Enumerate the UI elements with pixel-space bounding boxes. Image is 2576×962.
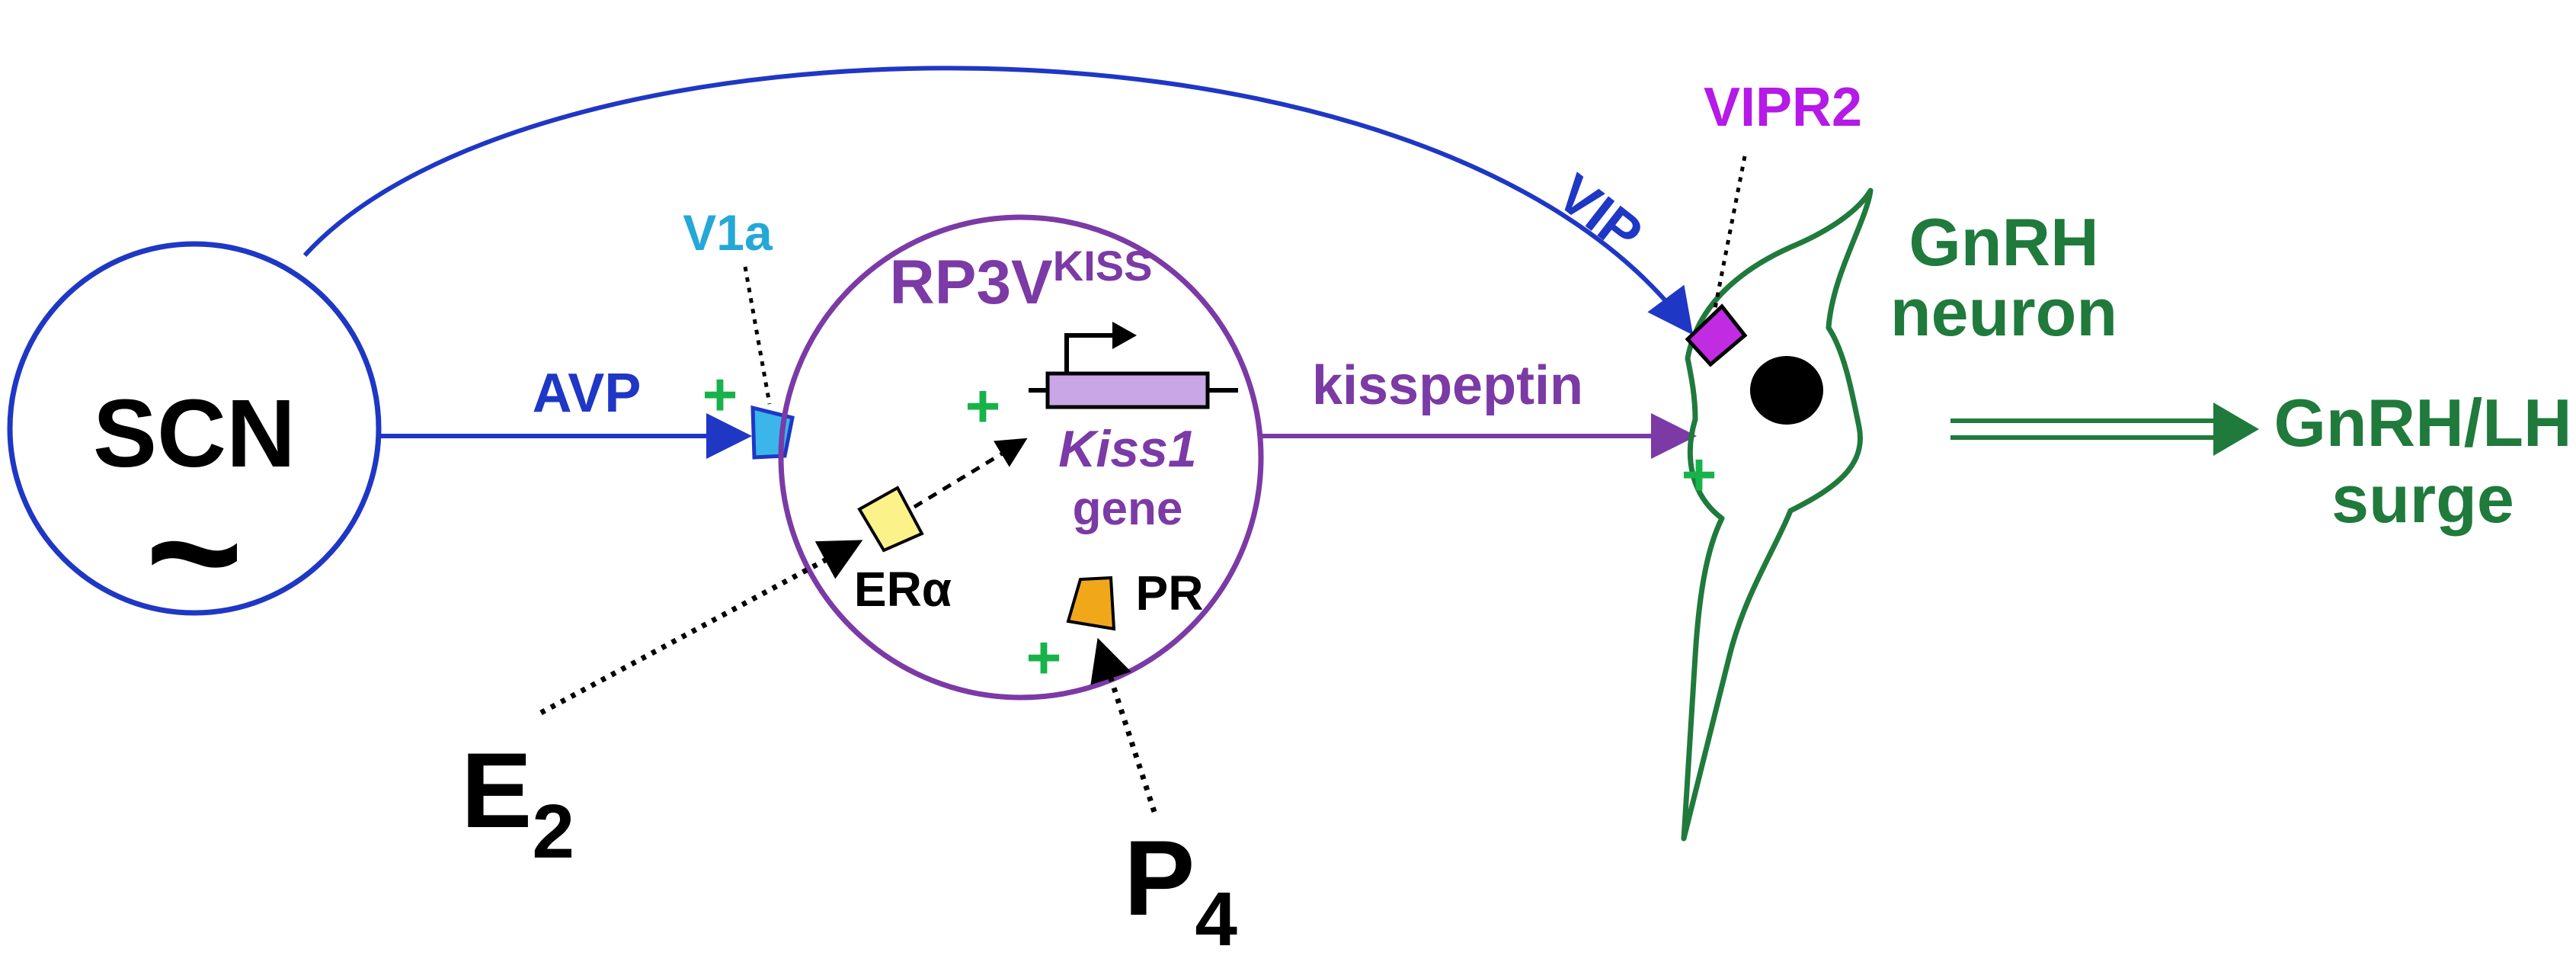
scn-tilde-symbol: ~ bbox=[146, 458, 243, 646]
vip-label: VIP bbox=[1546, 163, 1653, 265]
surge-label-line2: surge bbox=[2331, 461, 2514, 537]
pr-label: PR bbox=[1136, 566, 1204, 620]
v1a-label: V1a bbox=[683, 204, 773, 261]
pr-plus: + bbox=[1026, 624, 1062, 691]
v1a-plus: + bbox=[702, 361, 738, 428]
e2-label-subscript: 2 bbox=[532, 789, 574, 874]
rp3v-label-superscript: KISS bbox=[1053, 242, 1153, 290]
e2-label: E2 bbox=[461, 730, 574, 874]
kiss1-transcription-arrow bbox=[1064, 333, 1120, 372]
surge-label-line1: GnRH/LH bbox=[2274, 385, 2571, 460]
gnrh-plus: + bbox=[1682, 441, 1717, 508]
avp-label: AVP bbox=[533, 363, 642, 424]
rp3v-circle bbox=[778, 214, 1264, 701]
gnrh-neuron-label-line1: GnRH bbox=[1909, 204, 2098, 280]
era-receptor-icon bbox=[857, 486, 924, 553]
p4-label-subscript: 4 bbox=[1195, 877, 1237, 962]
rp3v-label-main: RP3V bbox=[890, 248, 1054, 317]
e2-dotted-arrow bbox=[539, 540, 863, 716]
vip-arrow bbox=[302, 66, 1694, 335]
p4-label-main: P bbox=[1124, 818, 1195, 938]
surge-arrow-head bbox=[2213, 402, 2259, 456]
kiss1-plus: + bbox=[965, 372, 1001, 440]
vipr2-label: VIPR2 bbox=[1704, 77, 1862, 138]
vipr2-pointer-dotted bbox=[1710, 156, 1747, 321]
p4-label: P4 bbox=[1124, 818, 1237, 962]
scn-circle bbox=[7, 241, 382, 616]
era-label: ERα bbox=[854, 562, 952, 617]
gene-label: gene bbox=[1073, 483, 1183, 535]
gnrh-neuron-label-line2: neuron bbox=[1890, 274, 2117, 350]
era-to-kiss1-dashed-arrow bbox=[913, 438, 1028, 509]
kiss1-transcription-arrow-head bbox=[1112, 322, 1137, 349]
scn-label: SCN bbox=[93, 380, 296, 487]
v1a-pointer-dotted bbox=[743, 266, 772, 405]
pr-receptor-icon bbox=[1066, 576, 1116, 631]
gnrh-nucleus bbox=[1750, 356, 1823, 425]
kiss1-label: Kiss1 bbox=[1058, 420, 1196, 478]
gnrh-neuron-outline bbox=[1681, 188, 1874, 842]
kisspeptin-label: kisspeptin bbox=[1312, 355, 1583, 416]
vipr2-receptor-icon bbox=[1685, 303, 1748, 367]
e2-label-main: E bbox=[461, 730, 532, 850]
rp3v-label: RP3VKISS bbox=[890, 242, 1153, 317]
kiss1-gene-box bbox=[1045, 371, 1210, 409]
